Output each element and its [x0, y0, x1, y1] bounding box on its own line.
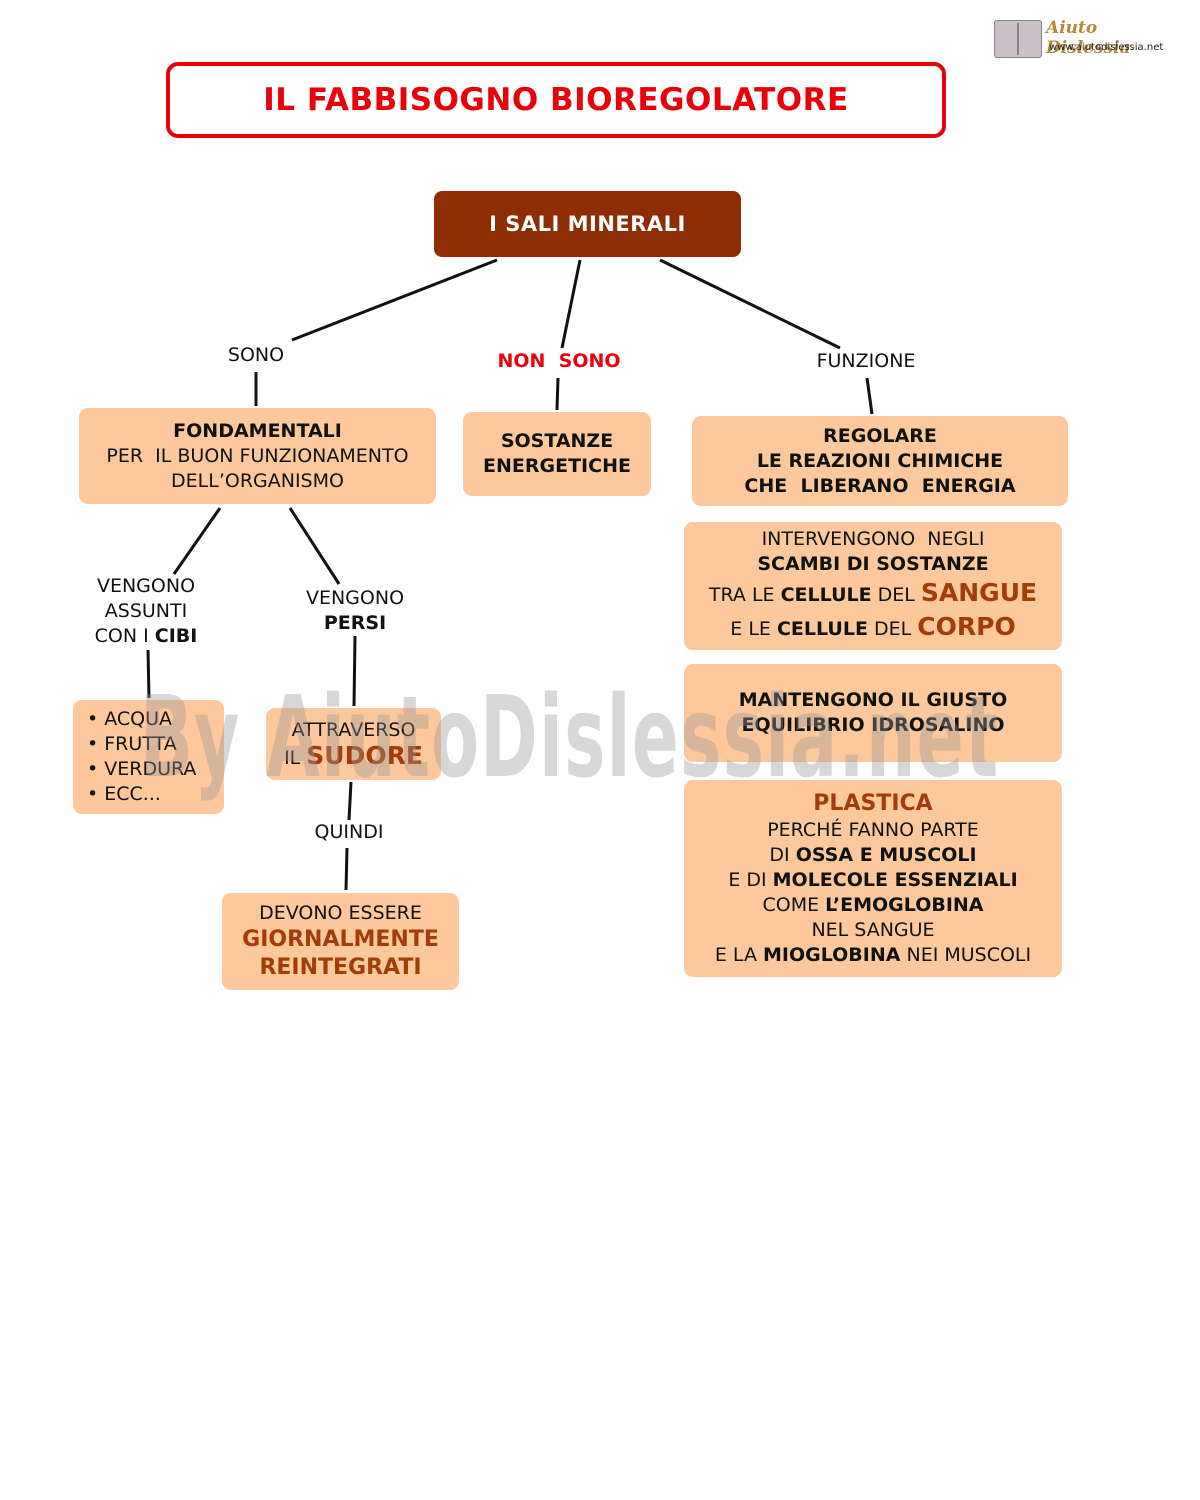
- node-scambi-l3c: DEL: [871, 584, 921, 606]
- node-reintegrati: DEVONO ESSERE GIORNALMENTE REINTEGRATI: [222, 893, 459, 990]
- node-sudore-line1: ATTRAVERSO: [291, 718, 416, 741]
- site-logo: Aiuto Dislessia www.aiutodislessia.net: [994, 18, 1176, 60]
- node-fondamentali-head: FONDAMENTALI: [173, 419, 342, 442]
- edge-label-funzione: FUNZIONE: [816, 350, 916, 372]
- list-item: FRUTTA: [87, 732, 176, 757]
- node-regolare-line3: CHE LIBERANO ENERGIA: [744, 474, 1016, 497]
- node-regolare-line1: REGOLARE: [823, 424, 937, 447]
- page-title: IL FABBISOGNO BIOREGOLATORE: [166, 62, 946, 138]
- node-plastica-l6b: MIOGLOBINA: [762, 943, 901, 966]
- edge-label-persi: PERSI: [323, 612, 387, 634]
- node-equilibrio: MANTENGONO IL GIUSTO EQUILIBRIO IDROSALI…: [684, 664, 1062, 762]
- node-regolare: REGOLARE LE REAZIONI CHIMICHE CHE LIBERA…: [692, 416, 1068, 506]
- list-item: ACQUA: [87, 707, 172, 732]
- logo-url: www.aiutodislessia.net: [1049, 42, 1164, 53]
- node-plastica-l3a: E DI: [728, 868, 773, 891]
- edge-label-vengono-persi: VENGONO PERSI: [285, 586, 425, 636]
- node-plastica-line6: E LA MIOGLOBINA NEI MUSCOLI: [715, 943, 1031, 968]
- node-scambi-l4c: DEL: [867, 618, 918, 640]
- connector-nonsono-sostanze: [555, 377, 560, 411]
- edge-label-cibi: CIBI: [154, 625, 198, 647]
- connector-root-sono: [291, 258, 498, 342]
- node-sudore-word: SUDORE: [306, 740, 423, 770]
- node-scambi-l4b: CELLULE: [776, 618, 868, 640]
- node-fondamentali-line2: DELL’ORGANISMO: [171, 469, 344, 492]
- node-plastica-line4: COME L’EMOGLOBINA: [763, 893, 984, 918]
- node-plastica-l4b: L’EMOGLOBINA: [825, 893, 984, 916]
- node-plastica-line1: PERCHÉ FANNO PARTE: [767, 818, 979, 841]
- node-equilibrio-line1: MANTENGONO IL GIUSTO: [738, 689, 1008, 711]
- node-plastica-head: PLASTICA: [813, 790, 933, 816]
- edge-label-con-i: CON I: [94, 625, 155, 647]
- list-item: VERDURA: [87, 757, 196, 782]
- node-scambi-line2: SCAMBI DI SOSTANZE: [757, 553, 989, 575]
- connector-root-funzione: [659, 258, 841, 350]
- node-plastica-l3b: MOLECOLE ESSENZIALI: [772, 868, 1018, 891]
- connector-cibi-list: [146, 649, 151, 699]
- node-fondamentali: FONDAMENTALI PER IL BUON FUNZIONAMENTO D…: [79, 408, 436, 504]
- list-item: ECC...: [87, 782, 161, 807]
- book-icon: [994, 20, 1042, 58]
- node-plastica-l4a: COME: [762, 893, 826, 916]
- node-plastica-line3: E DI MOLECOLE ESSENZIALI: [728, 868, 1017, 893]
- node-plastica-l6c: NEI MUSCOLI: [900, 943, 1032, 966]
- connector-persi-sudore: [352, 635, 357, 707]
- connector-quindi-reintegrati: [344, 847, 349, 891]
- node-fondamentali-line1: PER IL BUON FUNZIONAMENTO: [106, 444, 409, 467]
- node-scambi-line3: TRA LE CELLULE DEL SANGUE: [709, 577, 1037, 611]
- node-cibi-list: ACQUA FRUTTA VERDURA ECC...: [73, 700, 224, 814]
- edge-label-con-i-cibi: CON I CIBI: [66, 624, 226, 649]
- connector-fond-persi: [288, 507, 341, 585]
- node-sostanze-line1: SOSTANZE: [500, 430, 614, 452]
- edge-label-non-sono: NON SONO: [497, 350, 621, 372]
- node-sudore-line2: IL SUDORE: [284, 743, 423, 771]
- edge-label-quindi: QUINDI: [314, 821, 384, 843]
- node-sudore-pre: IL: [284, 746, 307, 769]
- node-scambi-l4a: E LE: [730, 618, 777, 640]
- edge-label-vengono-assunti: VENGONO ASSUNTI CON I CIBI: [66, 574, 226, 649]
- node-scambi-line1: INTERVENGONO NEGLI: [761, 528, 985, 550]
- node-sostanze-line2: ENERGETICHE: [483, 455, 631, 477]
- node-plastica: PLASTICA PERCHÉ FANNO PARTE DI OSSA E MU…: [684, 780, 1062, 977]
- root-node: I SALI MINERALI: [434, 191, 741, 257]
- node-scambi: INTERVENGONO NEGLI SCAMBI DI SOSTANZE TR…: [684, 522, 1062, 650]
- connector-root-nonsono: [560, 259, 582, 349]
- edge-label-assunti: ASSUNTI: [104, 600, 188, 622]
- node-sudore: ATTRAVERSO IL SUDORE: [266, 708, 441, 780]
- node-equilibrio-line2: EQUILIBRIO IDROSALINO: [741, 714, 1005, 736]
- node-scambi-l4d: CORPO: [917, 612, 1016, 641]
- node-plastica-line2: DI OSSA E MUSCOLI: [769, 843, 976, 868]
- connector-fond-assunti: [172, 507, 222, 575]
- edge-label-sono: SONO: [227, 344, 285, 366]
- page-title-text: IL FABBISOGNO BIOREGOLATORE: [263, 82, 849, 118]
- node-plastica-l2a: DI: [769, 843, 796, 866]
- edge-label-vengono: VENGONO: [96, 575, 196, 597]
- root-node-label: I SALI MINERALI: [489, 212, 686, 236]
- node-scambi-l3b: CELLULE: [780, 584, 872, 606]
- node-plastica-line5: NEL SANGUE: [811, 918, 935, 941]
- node-reintegrati-line1: DEVONO ESSERE: [259, 902, 422, 924]
- node-scambi-l3a: TRA LE: [708, 584, 781, 606]
- node-sostanze-energetiche: SOSTANZE ENERGETICHE: [463, 412, 651, 496]
- node-reintegrati-line3: REINTEGRATI: [259, 955, 422, 980]
- logo-name: Aiuto Dislessia: [1046, 18, 1131, 58]
- connector-sudore-quindi: [347, 781, 353, 821]
- node-regolare-line2: LE REAZIONI CHIMICHE: [756, 449, 1004, 472]
- node-plastica-l2b: OSSA E MUSCOLI: [795, 843, 977, 866]
- connector-funzione-regolare: [865, 377, 874, 415]
- node-reintegrati-line2: GIORNALMENTE: [242, 927, 439, 952]
- edge-label-vengono-2: VENGONO: [305, 587, 405, 609]
- node-scambi-line4: E LE CELLULE DEL CORPO: [730, 611, 1015, 645]
- node-plastica-l6a: E LA: [714, 943, 763, 966]
- node-scambi-l3d: SANGUE: [920, 578, 1038, 607]
